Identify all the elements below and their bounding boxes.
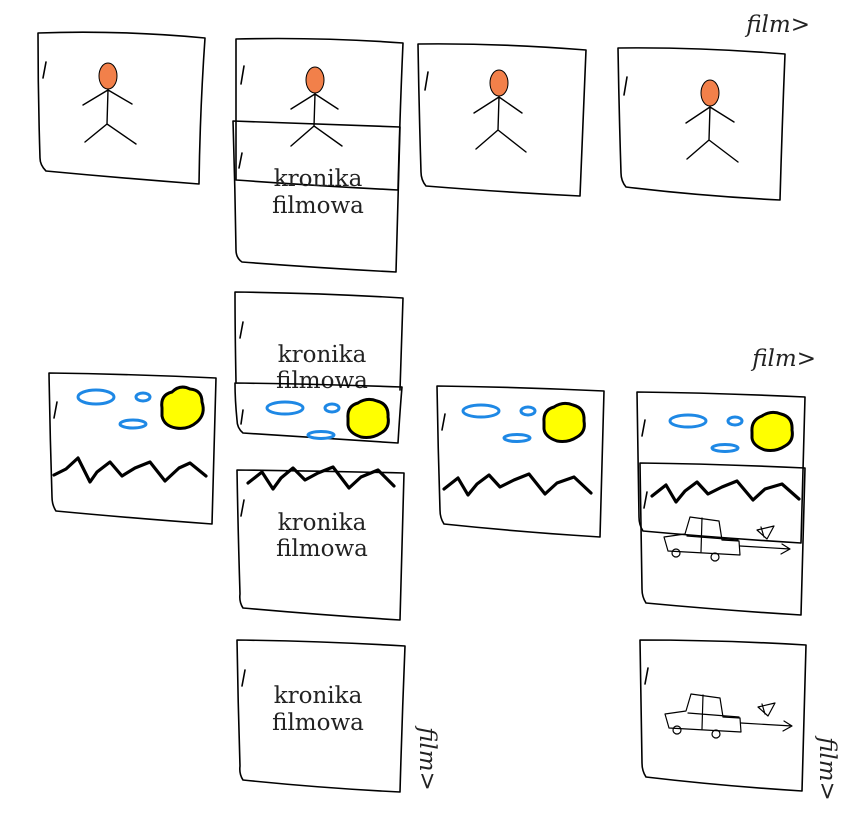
film-tag-2: film> bbox=[750, 346, 816, 372]
stick-figure-icon bbox=[473, 69, 527, 153]
film-tag-3: film> bbox=[414, 725, 440, 791]
newsreel-label-line1: kronika bbox=[278, 510, 367, 536]
frame-newsreel-4: kronika filmowa bbox=[236, 639, 406, 793]
newsreel-label-line2: filmowa bbox=[272, 193, 364, 219]
frame-newsreel-overlay-1: kronika filmowa bbox=[232, 120, 401, 273]
newsreel-label-line1: kronika bbox=[278, 342, 367, 368]
car-icon bbox=[663, 516, 791, 562]
stick-figure-icon bbox=[685, 79, 739, 163]
newsreel-label-line1: kronika bbox=[274, 683, 363, 709]
frame-person-1 bbox=[37, 31, 206, 185]
frame-landscape-1 bbox=[48, 372, 217, 525]
newsreel-label-line2: filmowa bbox=[272, 710, 364, 736]
sun-icon bbox=[160, 385, 205, 430]
mountains-icon bbox=[442, 472, 593, 497]
sun-icon bbox=[542, 401, 586, 443]
frame-newsreel-2: kronika filmowa bbox=[234, 291, 404, 394]
frame-car-1 bbox=[639, 462, 806, 616]
car-icon bbox=[664, 693, 793, 739]
newsreel-label-line2: filmowa bbox=[276, 536, 368, 562]
mountains-icon bbox=[52, 456, 208, 484]
cloud-icon bbox=[265, 400, 341, 440]
newsreel-label-line1: kronika bbox=[274, 166, 363, 192]
frame-car-2 bbox=[639, 639, 807, 792]
mountains-icon bbox=[650, 479, 801, 504]
cloud-icon bbox=[461, 403, 537, 443]
cloud-icon bbox=[668, 413, 744, 453]
frame-person-4 bbox=[617, 47, 786, 201]
film-tag-1: film> bbox=[744, 12, 810, 38]
frame-person-3 bbox=[417, 43, 587, 197]
frame-newsreel-3: kronika filmowa bbox=[236, 469, 405, 621]
frame-landscape-3 bbox=[436, 385, 605, 538]
sun-icon bbox=[346, 397, 390, 439]
frame-landscape-2 bbox=[234, 382, 403, 491]
cloud-icon bbox=[76, 388, 152, 430]
mountains-icon bbox=[246, 465, 396, 491]
stick-figure-icon bbox=[290, 66, 343, 147]
frame-landscape-4 bbox=[636, 391, 806, 544]
film-tag-4: film> bbox=[814, 735, 840, 801]
stick-figure-icon bbox=[82, 62, 137, 145]
newsreel-label-line2: filmowa bbox=[276, 368, 368, 394]
sun-icon bbox=[750, 410, 794, 452]
